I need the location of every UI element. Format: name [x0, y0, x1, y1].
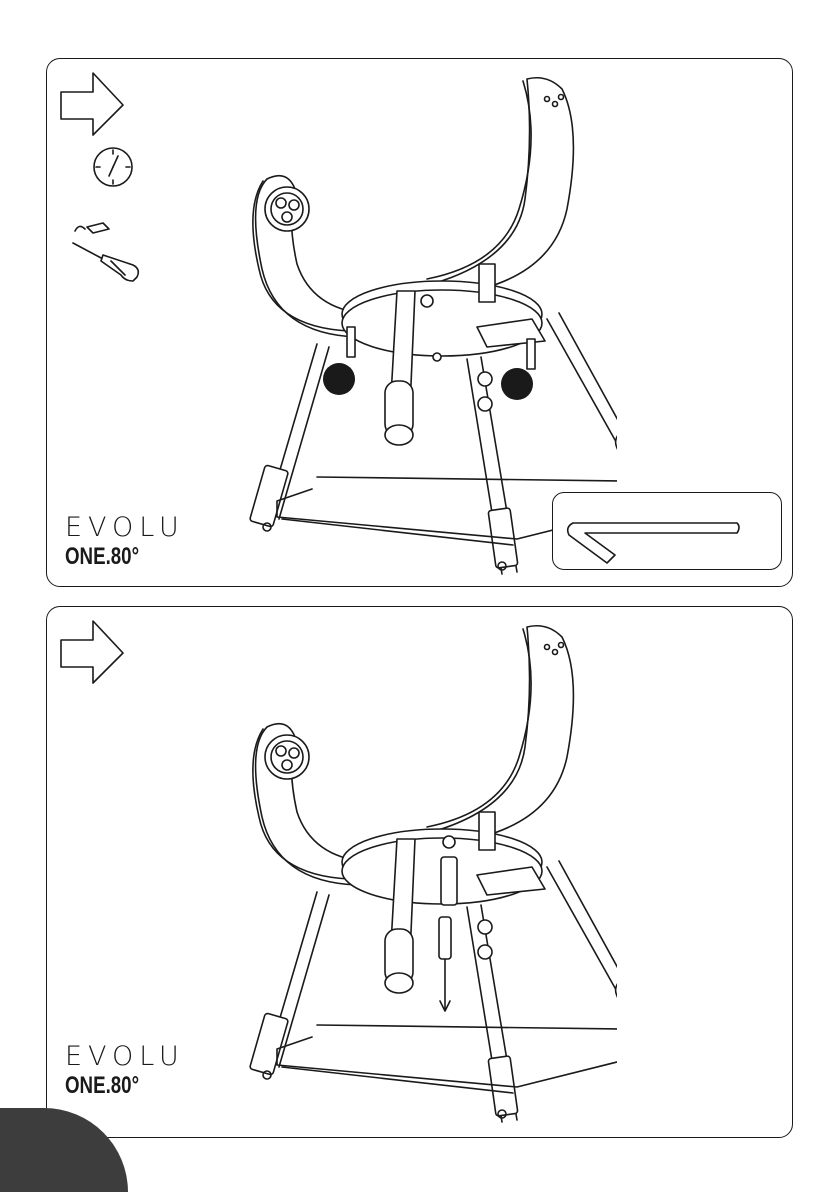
arrow-right-icon: [59, 69, 127, 139]
clock-icon: [91, 145, 135, 189]
brand-model: ONE.80°: [65, 1073, 158, 1099]
allen-key-icon: [553, 493, 781, 569]
arrow-right-icon: [59, 617, 127, 687]
brand-wordmark: EVOLU: [65, 514, 185, 542]
assembly-step-panel-1: EVOLU ONE.80°: [46, 58, 793, 587]
chair-illustration-step-2: [217, 617, 617, 1137]
brand-logo: EVOLU ONE.80°: [65, 1043, 185, 1099]
brand-logo: EVOLU ONE.80°: [65, 514, 185, 570]
brand-wordmark: EVOLU: [65, 1043, 185, 1071]
assembly-step-panel-2: EVOLU ONE.80°: [46, 606, 793, 1138]
brand-model: ONE.80°: [65, 544, 158, 570]
allen-key-detail-box: [552, 492, 782, 570]
screwdriver-icon: [67, 215, 145, 287]
